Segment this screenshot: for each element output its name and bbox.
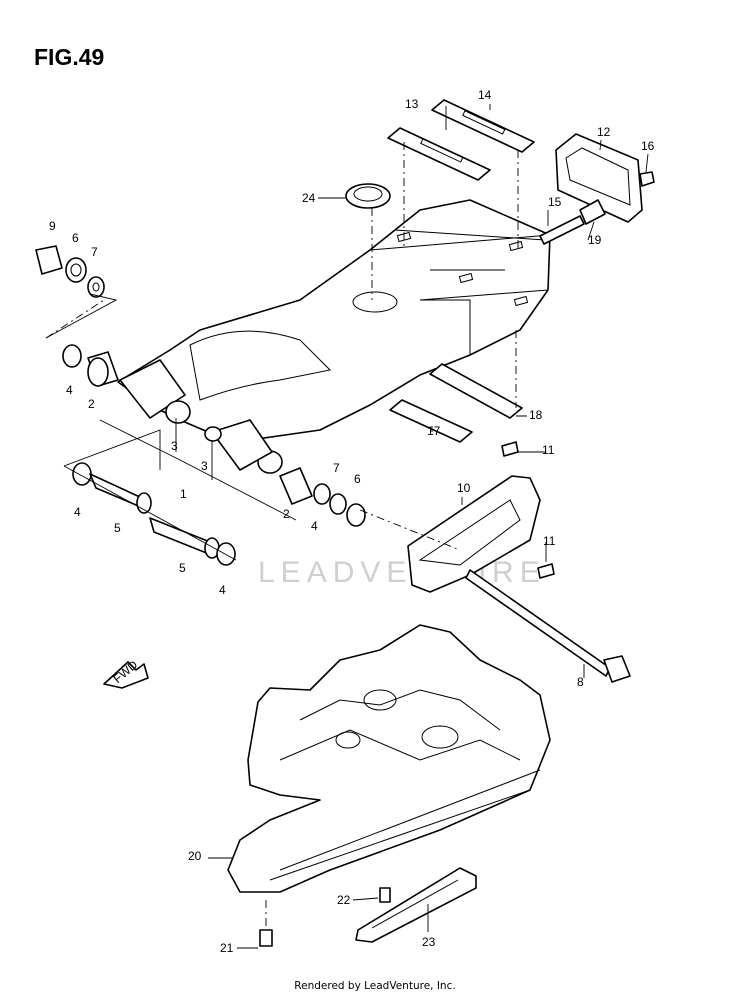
callout-11-lower: 11 [543, 534, 556, 548]
callout-16: 16 [641, 139, 655, 153]
watermark-text: LEADVENTURE [258, 556, 546, 589]
callout-17: 17 [427, 424, 441, 438]
washer-7 [87, 276, 105, 298]
bolt-21 [259, 929, 273, 947]
callout-23: 23 [422, 935, 436, 949]
callout-2-upper: 2 [88, 397, 95, 411]
plate-18 [429, 363, 523, 419]
callout-3-right: 3 [201, 459, 208, 473]
callout-11-upper: 11 [542, 443, 555, 457]
callout-8: 8 [577, 675, 584, 689]
bolt-22 [379, 887, 391, 903]
callout-20: 20 [188, 849, 202, 863]
callout-4-right: 4 [219, 583, 226, 597]
callout-13: 13 [405, 97, 419, 111]
callout-5-a: 5 [114, 521, 121, 535]
cover-23 [355, 867, 477, 943]
bushing-2-lower [279, 467, 313, 505]
nut-9 [35, 245, 63, 275]
callout-21: 21 [220, 941, 234, 955]
bolt-11-upper [501, 441, 519, 457]
callout-14: 14 [478, 88, 492, 102]
washer-7-mid [329, 493, 347, 515]
callout-9: 9 [49, 219, 56, 233]
seal-4-upper [62, 344, 82, 368]
callout-15: 15 [548, 195, 562, 209]
plug-24 [345, 183, 391, 209]
shaft-8 [465, 569, 611, 677]
fwd-arrow-icon [103, 661, 149, 689]
seal-4-right [216, 542, 236, 566]
callout-22: 22 [337, 893, 351, 907]
callout-12: 12 [597, 125, 611, 139]
washer-6 [65, 257, 87, 283]
callout-5-b: 5 [179, 561, 186, 575]
plate-17 [389, 399, 473, 443]
bolt-11-lower [537, 563, 555, 579]
callout-2-lower: 2 [283, 507, 290, 521]
callout-10: 10 [457, 481, 471, 495]
gasket-plate-14 [431, 99, 535, 153]
callout-7-top: 7 [91, 245, 98, 259]
callout-24: 24 [302, 191, 316, 205]
callout-1: 1 [180, 487, 187, 501]
clamp-bracket-20 [227, 624, 551, 893]
nut-16 [639, 171, 655, 187]
callout-4-left: 4 [74, 505, 81, 519]
callout-6-mid: 6 [354, 472, 361, 486]
callout-18: 18 [529, 408, 543, 422]
bolt-15 [539, 215, 585, 245]
callout-4-upper: 4 [66, 383, 73, 397]
washer-6-mid [346, 503, 366, 527]
seal-4-left [72, 462, 92, 486]
callout-4-mid: 4 [311, 519, 318, 533]
callout-7-mid: 7 [333, 461, 340, 475]
callout-6-top: 6 [72, 231, 79, 245]
gasket-plate-13 [387, 127, 491, 181]
callout-19: 19 [588, 233, 602, 247]
plate-12 [555, 133, 643, 223]
figure-title: FIG.49 [34, 44, 105, 70]
callout-3-left: 3 [171, 439, 178, 453]
seal-4-mid [313, 483, 331, 505]
footer-credit: Rendered by LeadVenture, Inc. [294, 980, 456, 992]
